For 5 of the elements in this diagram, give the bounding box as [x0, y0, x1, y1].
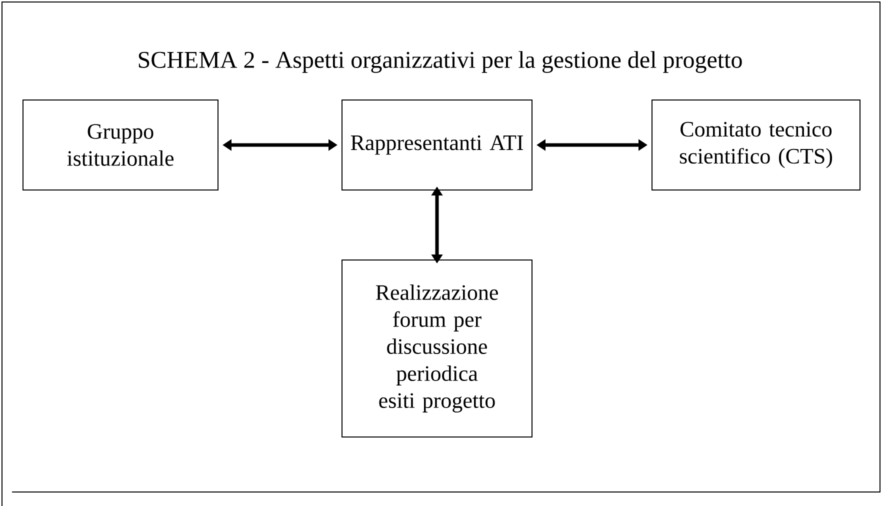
process-box: Rappresentanti ATI — [342, 100, 532, 190]
process-box: Gruppo istituzionale — [22, 100, 218, 190]
process-box: Realizzazione forum per discussione periodica esiti progetto — [342, 260, 532, 438]
process-box: Comitato tecnico scientifico (CTS) — [652, 100, 860, 190]
title: SCHEMA 2 - Aspetti organizzativi per la gestione del progetto — [138, 51, 742, 73]
